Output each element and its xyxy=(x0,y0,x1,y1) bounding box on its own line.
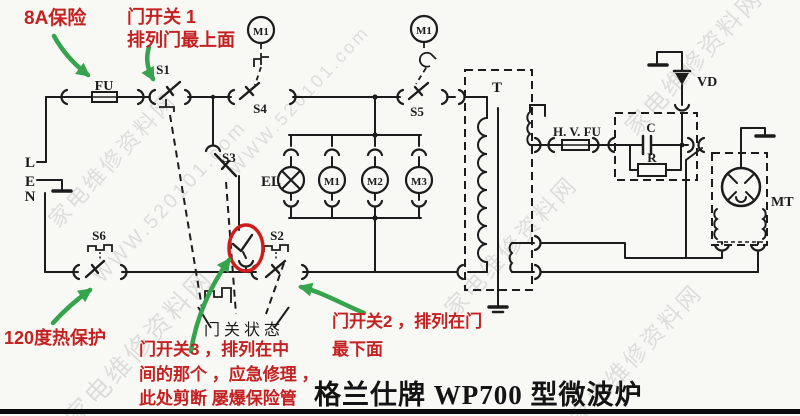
transformer-box xyxy=(464,69,533,291)
arrow-to-fuse xyxy=(51,33,91,78)
door-switch-2-blade xyxy=(264,259,287,279)
annotation-arrows xyxy=(50,33,367,354)
label-resistor: R xyxy=(647,150,657,165)
label-fuse: FU xyxy=(95,79,114,94)
connector-terminals xyxy=(60,88,767,281)
tray-motor-symbol xyxy=(404,165,434,195)
capacitor-box xyxy=(614,112,698,181)
cam-follower-glyphs xyxy=(87,51,437,303)
label-diode: VD xyxy=(697,75,717,90)
label-neutral: N xyxy=(25,189,36,205)
filament-secondary-coil xyxy=(508,242,514,273)
capacitor-icon xyxy=(641,134,653,156)
page-title: 格兰仕牌 WP700 型微波炉 xyxy=(314,380,643,410)
note-door-switch-1: 门开关 1 排列门最上面 xyxy=(127,6,235,52)
mt-filament-coil-left xyxy=(713,208,719,240)
earth-lead xyxy=(36,179,63,190)
mt-filament-stubs xyxy=(721,241,759,273)
magnetron-spokes xyxy=(728,174,754,200)
label-s5: S5 xyxy=(410,104,424,119)
arrow-to-s2 xyxy=(298,282,367,316)
live-lead xyxy=(36,96,47,163)
resistor-leads xyxy=(629,144,682,171)
fan-motor-symbol xyxy=(317,165,347,195)
motor-links xyxy=(254,43,427,86)
arrow-to-s1 xyxy=(141,44,156,82)
label-s4: S4 xyxy=(253,101,267,116)
magnetron-cathode-arc xyxy=(735,196,747,203)
load-rails xyxy=(288,96,422,273)
timer-motor-symbol xyxy=(246,15,276,45)
turntable-top-motor-symbol xyxy=(409,14,439,44)
door-linkage-lines xyxy=(169,114,285,315)
filament-wire-top xyxy=(541,242,723,259)
label-s3: S3 xyxy=(222,150,236,165)
note-door-switch-3: 门开关3 ，排列在中 间的那个 ，应急修理 ， 此处剪断 屡爆保险管 xyxy=(139,338,318,412)
magnetron-box xyxy=(711,152,768,246)
arrow-to-s6 xyxy=(50,287,93,326)
cam-links xyxy=(99,252,277,261)
door-state-label: 门关状态 xyxy=(204,322,285,339)
label-turntable-top-motor: M1 xyxy=(416,25,432,37)
label-lamp: EL xyxy=(261,174,281,190)
label-s1: S1 xyxy=(156,62,170,77)
lamp-x-icon xyxy=(281,170,301,190)
filament-wire-bottom xyxy=(541,251,759,273)
junction-dots xyxy=(210,94,685,221)
hv-secondary-coil xyxy=(526,111,532,146)
door-switch-1-blade xyxy=(158,80,182,101)
label-transformer: T xyxy=(492,80,502,96)
note-line: 门开关2 ，排列在门 xyxy=(332,312,483,331)
label-s6: S6 xyxy=(92,228,106,243)
arrow-to-s3 xyxy=(188,257,232,354)
mt-filament-coil-right xyxy=(761,208,767,240)
bottom-border xyxy=(0,409,800,414)
hv-fuse xyxy=(561,139,590,151)
label-magnetron: MT xyxy=(771,195,794,210)
note-line: 门开关3 ，排列在中 xyxy=(139,340,290,359)
switch-s4-blade xyxy=(238,81,261,101)
monitor-switch-s3-blade xyxy=(213,152,238,178)
highlight-circle xyxy=(227,223,265,273)
stirrer-motor-symbol xyxy=(360,165,390,195)
note-thermal-protector: 120度热保护 xyxy=(4,328,107,348)
hv-node-drop xyxy=(685,147,703,259)
transformer-primary-coil xyxy=(477,117,488,263)
note-door-switch-2: 门开关2 ，排列在门 最下面 xyxy=(332,308,482,364)
label-live: L xyxy=(25,155,35,171)
label-capacitor: C xyxy=(646,120,655,135)
filament-leads xyxy=(511,242,535,273)
anode-lead xyxy=(740,127,766,169)
label-s2: S2 xyxy=(270,228,284,243)
label-hv-fuse: H. V. FU xyxy=(553,124,602,139)
note-8a-fuse: 8A保险 xyxy=(24,8,87,29)
note-line: 门开关 1 xyxy=(127,7,197,27)
diode-ground-lead xyxy=(656,51,683,71)
label-stirrer-motor: M2 xyxy=(367,176,383,188)
note-line: 间的那个 ，应急修理 ， xyxy=(139,364,319,384)
main-fuse xyxy=(91,91,118,103)
note-line: 此处剪断 屡爆保险管 xyxy=(139,389,297,408)
label-timer-motor: M1 xyxy=(253,26,269,38)
switch-s5-blade xyxy=(407,81,430,101)
cut-point-mark xyxy=(231,233,254,253)
label-earth: E xyxy=(25,174,35,190)
diode-icon xyxy=(675,73,689,85)
label-fan-motor: M1 xyxy=(324,176,340,188)
note-line: 最下面 xyxy=(332,340,383,359)
resistor-body xyxy=(637,163,667,177)
magnetron-symbol xyxy=(720,166,762,208)
label-tray-motor: M3 xyxy=(411,176,427,188)
note-line: 排列门最上面 xyxy=(127,30,235,50)
thermal-switch-s6-blade xyxy=(84,259,106,279)
oven-lamp-symbol xyxy=(276,165,306,195)
